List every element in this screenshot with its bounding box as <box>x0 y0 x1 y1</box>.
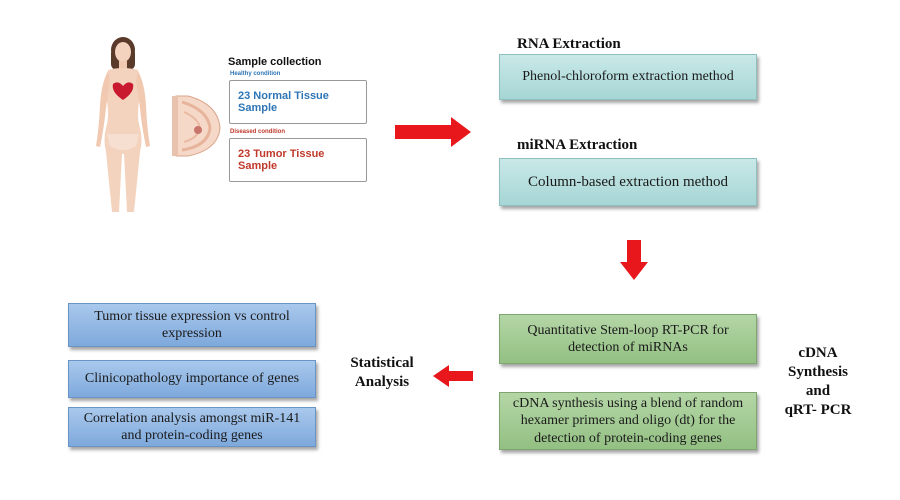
diseased-condition-label: Diseased condition <box>230 129 286 135</box>
sample-collection-title: Sample collection <box>228 56 322 68</box>
cdna-side-label-line4: qRT- PCR <box>784 402 852 419</box>
cdna-side-label-line2: Synthesis <box>787 364 849 381</box>
cdna-side-label-line1: cDNA <box>798 345 838 361</box>
result-box-correlation: Correlation analysis amongst miR-141 and… <box>68 407 316 447</box>
statistical-analysis-label: Statistical Analysis <box>336 354 428 392</box>
tissue-section-icon <box>172 95 221 157</box>
result-box-expression: Tumor tissue expression vs control expre… <box>68 303 316 347</box>
mirna-extraction-heading: miRNA Extraction <box>517 137 638 153</box>
tumor-tissue-sample-box: 23 Tumor Tissue Sample <box>229 138 367 182</box>
rna-extraction-heading: RNA Extraction <box>517 36 621 52</box>
result-box-clinicopathology: Clinicopathology importance of genes <box>68 360 316 398</box>
stem-loop-rt-pcr-box: Quantitative Stem-loop RT-PCR for detect… <box>499 314 757 364</box>
female-body-icon <box>96 37 150 212</box>
healthy-condition-label: Healthy condition <box>230 71 281 77</box>
statistical-label-line2: Analysis <box>354 373 410 390</box>
phenol-chloroform-box: Phenol-chloroform extraction method <box>499 54 757 100</box>
statistical-label-line1: Statistical <box>350 355 414 371</box>
normal-tissue-sample-box: 23 Normal Tissue Sample <box>229 80 367 124</box>
arrow-down-icon <box>620 240 648 280</box>
arrow-right-icon <box>395 117 471 147</box>
arrow-left-icon <box>433 365 473 387</box>
cdna-side-label-line3: and <box>805 383 831 400</box>
cdna-synthesis-box: cDNA synthesis using a blend of random h… <box>499 392 757 450</box>
cdna-side-label: cDNA Synthesis and qRT- PCR <box>770 344 866 420</box>
column-based-box: Column-based extraction method <box>499 158 757 206</box>
